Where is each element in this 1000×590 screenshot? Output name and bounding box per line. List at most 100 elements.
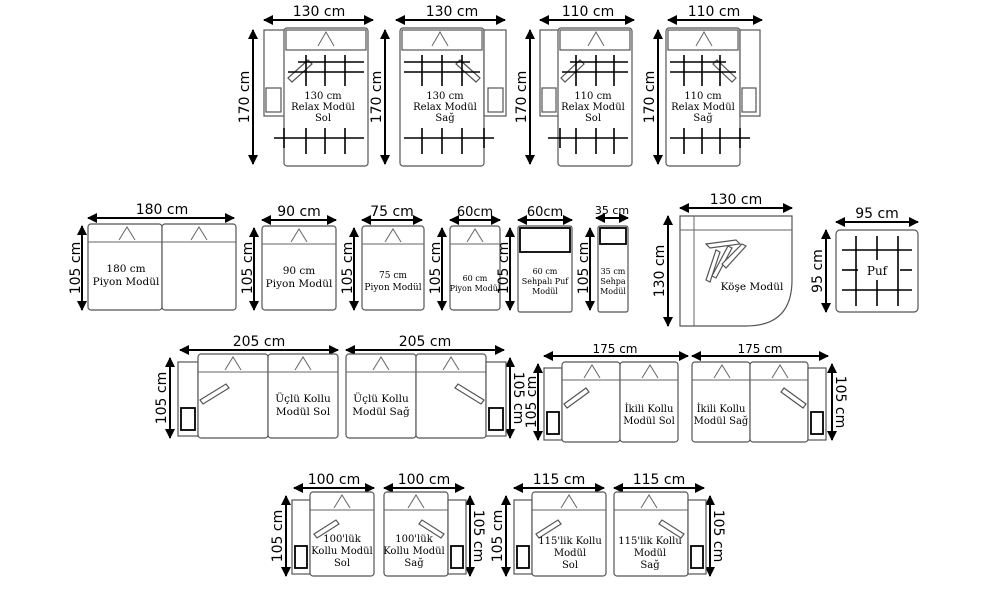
module-label: 75 cm — [379, 271, 407, 281]
module-label: Relax Modül — [291, 102, 355, 113]
module-label: Piyon Modül — [266, 278, 333, 290]
recliner-icon — [780, 387, 807, 409]
cushion-icon — [333, 494, 351, 509]
module-label: Üçlü Kollu — [353, 391, 409, 405]
width-dimension: 110 cm — [688, 4, 741, 20]
cushion-icon — [407, 494, 425, 509]
armrest-table-icon — [810, 411, 824, 435]
cushion-icon — [442, 356, 460, 371]
height-dimension: 105 cm — [340, 242, 356, 295]
module-label: Sol — [315, 113, 331, 124]
cushion-icon — [224, 356, 242, 371]
module-label: Sağ — [435, 113, 455, 124]
cushion-icon — [190, 226, 208, 241]
ikili-kollu-module-sol: 175 cm 105 cm İkili Kollu Modül Sol — [524, 342, 689, 443]
width-dimension: 205 cm — [233, 334, 286, 350]
height-dimension: 105 cm — [470, 510, 486, 563]
piyon-module-60: 60cm 105 cm 60 cm Piyon Modül — [428, 205, 501, 311]
height-dimension: 105 cm — [524, 376, 540, 429]
module-label: Piyon Modül — [93, 276, 160, 288]
relax-module-sag-130: 130 cm 170 cm 130 cm Relax Modül Sağ — [369, 4, 507, 167]
module-label: Kollu Modül — [383, 546, 445, 557]
module-label: İkili Kollu — [697, 403, 746, 415]
module-label: 115'lik Kollu — [538, 536, 602, 547]
100luk-kollu-module-sag: 100 cm 105 cm 100'lük Kollu Modül Sağ — [383, 472, 486, 577]
module-label: Sehpa — [600, 277, 625, 286]
height-dimension: 105 cm — [428, 242, 444, 295]
module-label: Relax Modül — [413, 102, 477, 113]
module-label: 180 cm — [106, 263, 145, 275]
module-label: 130 cm — [304, 91, 342, 102]
height-dimension: 170 cm — [642, 71, 658, 124]
cushion-icon — [641, 364, 659, 379]
height-dimension: 105 cm — [240, 242, 256, 295]
height-dimension: 105 cm — [68, 242, 84, 295]
115lik-kollu-module-sag: 115 cm 105 cm 115'lik Kollu Modül Sağ — [613, 472, 726, 577]
armrest-table-icon — [265, 87, 282, 113]
module-label: Modül — [634, 548, 666, 559]
width-dimension: 110 cm — [562, 4, 615, 20]
height-dimension: 105 cm — [510, 372, 526, 425]
recliner-icon — [712, 59, 737, 83]
recliner-icon — [658, 519, 685, 539]
module-label: 60 cm — [463, 274, 488, 283]
module-label: Sol — [562, 560, 578, 571]
table-top-icon — [599, 227, 627, 245]
width-dimension: 100 cm — [308, 472, 361, 488]
module-label: Modül Sağ — [694, 416, 749, 427]
sehpali-puf-module-60: 60cm 105 cm 60 cm Sehpalı Puf Modül — [496, 205, 573, 313]
module-label: 60 cm — [533, 267, 558, 276]
cushion-icon — [290, 228, 308, 243]
recliner-icon — [535, 519, 562, 539]
recliner-icon — [418, 519, 445, 539]
recliner-icon — [563, 387, 590, 409]
width-dimension: 95 cm — [855, 206, 899, 222]
cushion-icon — [431, 30, 449, 47]
width-dimension: 100 cm — [398, 472, 451, 488]
height-dimension: 105 cm — [576, 242, 592, 295]
module-label: Relax Modül — [671, 102, 735, 113]
module-label: Köşe Modül — [721, 281, 784, 293]
armrest-table-icon — [690, 545, 704, 569]
width-dimension: 175 cm — [737, 342, 782, 356]
cushion-icon — [583, 364, 601, 379]
piyon-module-180: 180 cm 105 cm 180 cm Piyon Modül — [68, 202, 237, 311]
relax-module-sol-110: 110 cm 170 cm 110 cm Relax Modül Sol — [514, 4, 635, 167]
height-dimension: 105 cm — [496, 242, 512, 295]
uclu-kollu-module-sag: 205 cm 105 cm Üçlü Kollu Modül Sağ — [345, 334, 526, 439]
module-label: İkili Kollu — [625, 403, 674, 415]
table-top-icon — [519, 227, 571, 253]
corner-cushion-icon — [721, 243, 747, 269]
module-label: Modül Sol — [276, 406, 331, 418]
width-dimension: 205 cm — [399, 334, 452, 350]
module-label: Modül — [532, 287, 558, 296]
cushion-icon — [372, 356, 390, 371]
armrest-table-icon — [450, 545, 464, 569]
recliner-icon — [313, 519, 340, 539]
recliner-icon — [454, 383, 485, 405]
corner-cushion-icon — [711, 245, 733, 279]
armrest-table-icon — [741, 87, 757, 113]
recliner-icon — [560, 59, 585, 83]
height-dimension: 105 cm — [710, 510, 726, 563]
module-label: 90 cm — [283, 265, 316, 277]
cushion-icon — [587, 30, 605, 47]
module-label: Modül — [554, 548, 586, 559]
module-label: 110 cm — [574, 91, 612, 102]
module-label: Sol — [334, 558, 350, 569]
armrest-table-icon — [546, 411, 560, 435]
cushion-icon — [466, 228, 484, 243]
height-dimension: 130 cm — [652, 245, 668, 298]
cushion-icon — [695, 30, 713, 47]
piyon-module-75: 75 cm 105 cm 75 cm Piyon Modül — [340, 204, 425, 311]
cushion-icon — [118, 226, 136, 241]
module-label: Üçlü Kollu — [275, 391, 331, 405]
width-dimension: 130 cm — [426, 4, 479, 20]
armrest-table-icon — [488, 407, 504, 431]
width-dimension: 90 cm — [277, 204, 321, 220]
width-dimension: 130 cm — [293, 4, 346, 20]
height-dimension: 105 cm — [490, 510, 506, 563]
relax-module-sag-110: 110 cm 170 cm 110 cm Relax Modül Sağ — [642, 4, 763, 167]
width-dimension: 115 cm — [533, 472, 586, 488]
module-label: 130 cm — [426, 91, 464, 102]
